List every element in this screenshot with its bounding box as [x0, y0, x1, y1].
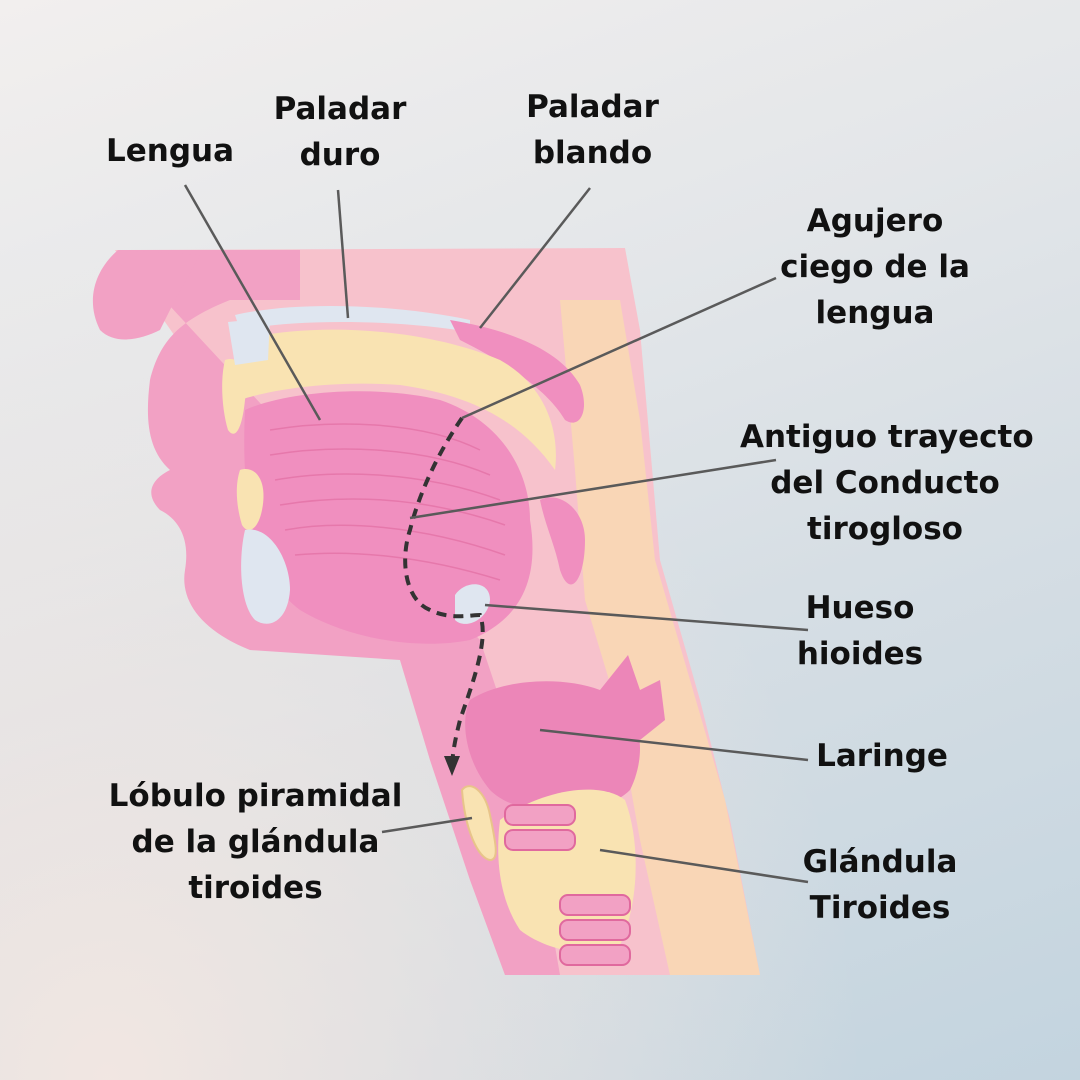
trachea	[504, 804, 631, 966]
label-lengua: Lengua	[105, 133, 235, 169]
upper-gum	[228, 318, 270, 365]
leader-antiguo-trayecto	[409, 458, 777, 520]
leader-paladar-blando	[479, 187, 591, 329]
pharynx-wall	[560, 300, 760, 975]
thyroglossal-duct-path	[403, 416, 485, 771]
label-hueso-hioides: Hueso hioides	[796, 590, 924, 672]
lower-incisor	[236, 469, 264, 530]
label-agujero-ciego: Agujero ciego de la lengua	[780, 203, 970, 331]
leader-agujero-ciego	[461, 276, 777, 420]
leader-lengua	[183, 184, 322, 421]
oral-cavity	[240, 329, 556, 470]
duct-arrowhead	[444, 756, 460, 776]
leader-lines	[183, 184, 809, 884]
nose	[92, 250, 200, 340]
label-lobulo-piramidal: Lóbulo piramidal de la glándula tiroides	[108, 778, 403, 906]
hard-palate	[235, 305, 470, 332]
upper-incisor	[222, 359, 247, 434]
epiglottis	[540, 497, 585, 585]
mandible	[241, 529, 290, 624]
label-paladar-blando: Paladar blando	[526, 89, 659, 171]
leader-paladar-duro	[336, 189, 350, 319]
label-glandula-tiroides: Glándula Tiroides	[802, 844, 958, 926]
leader-hueso-hioides	[484, 603, 809, 632]
leader-laringe	[539, 728, 809, 762]
tongue-muscle-striations	[269, 423, 506, 581]
label-paladar-duro: Paladar duro	[273, 91, 407, 173]
tongue	[244, 391, 533, 644]
label-laringe: Laringe	[816, 738, 948, 774]
pyramidal-lobe	[460, 785, 497, 862]
soft-palate	[450, 320, 585, 423]
larynx-cartilage	[600, 655, 665, 740]
larynx	[465, 681, 640, 813]
label-antiguo-trayecto: Antiguo trayecto del Conducto tirogloso	[740, 419, 1034, 547]
leader-lobulo-piramidal	[381, 816, 473, 834]
leader-glandula-tiroides	[599, 848, 809, 884]
